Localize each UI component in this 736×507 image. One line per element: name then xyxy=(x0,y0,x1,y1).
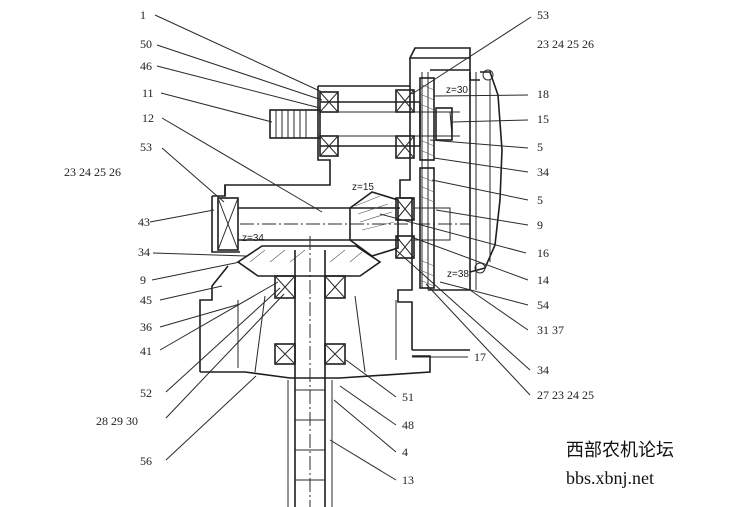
label-31-37: 31 37 xyxy=(537,323,564,337)
gearbox-housing xyxy=(199,47,480,379)
label-27-25: 27 23 24 25 xyxy=(537,388,594,402)
label-1: 1 xyxy=(140,8,146,22)
watermark-url: bbs.xbnj.net xyxy=(566,468,654,488)
label-23-26-right: 23 24 25 26 xyxy=(537,37,594,51)
label-11: 11 xyxy=(142,86,154,100)
label-46: 46 xyxy=(140,59,152,73)
label-9-right: 9 xyxy=(537,218,543,232)
dim-z15: z=15 xyxy=(352,182,374,193)
label-16: 16 xyxy=(537,246,549,260)
dim-z38: z=38 xyxy=(447,269,469,280)
label-41: 41 xyxy=(140,344,152,358)
label-18: 18 xyxy=(537,87,549,101)
dim-z34: z=34 xyxy=(242,233,264,244)
gear-z30 xyxy=(419,77,435,161)
part-labels: 1 50 46 11 12 53 23 24 25 26 43 34 9 45 … xyxy=(64,8,594,487)
label-23-26-left: 23 24 25 26 xyxy=(64,165,121,179)
label-52: 52 xyxy=(140,386,152,400)
label-53-top: 53 xyxy=(537,8,549,22)
bevel-gear-z15 xyxy=(349,191,399,257)
main-shaft xyxy=(217,197,470,259)
gear-tooth-labels: z=30 z=15 z=34 z=38 xyxy=(242,85,469,280)
label-43: 43 xyxy=(138,215,150,229)
label-34-bottom: 34 xyxy=(537,363,549,377)
label-45: 45 xyxy=(140,293,152,307)
label-48: 48 xyxy=(402,418,414,432)
label-4: 4 xyxy=(402,445,408,459)
label-12: 12 xyxy=(142,111,154,125)
label-50: 50 xyxy=(140,37,152,51)
label-5-a: 5 xyxy=(537,140,543,154)
watermark-title: 西部农机论坛 xyxy=(566,440,674,461)
dim-z30: z=30 xyxy=(446,85,468,96)
bevel-gear-z34 xyxy=(236,245,382,277)
label-9-left: 9 xyxy=(140,273,146,287)
label-13: 13 xyxy=(402,473,414,487)
label-34-right: 34 xyxy=(537,165,549,179)
label-28-30: 28 29 30 xyxy=(96,414,138,428)
label-34-left: 34 xyxy=(138,245,150,259)
watermark: 西部农机论坛 bbs.xbnj.net xyxy=(566,440,674,488)
input-shaft xyxy=(269,101,460,147)
label-51: 51 xyxy=(402,390,414,404)
leader-lines xyxy=(149,14,532,481)
label-54: 54 xyxy=(537,298,549,312)
label-36: 36 xyxy=(140,320,152,334)
label-14: 14 xyxy=(537,273,549,287)
vertical-shaft xyxy=(254,236,366,507)
side-cover xyxy=(421,69,503,291)
label-15: 15 xyxy=(537,112,549,126)
label-53-left: 53 xyxy=(140,140,152,154)
label-5-b: 5 xyxy=(537,193,543,207)
label-17: 17 xyxy=(474,350,486,364)
label-56: 56 xyxy=(140,454,152,468)
bearings-upper xyxy=(319,89,415,159)
